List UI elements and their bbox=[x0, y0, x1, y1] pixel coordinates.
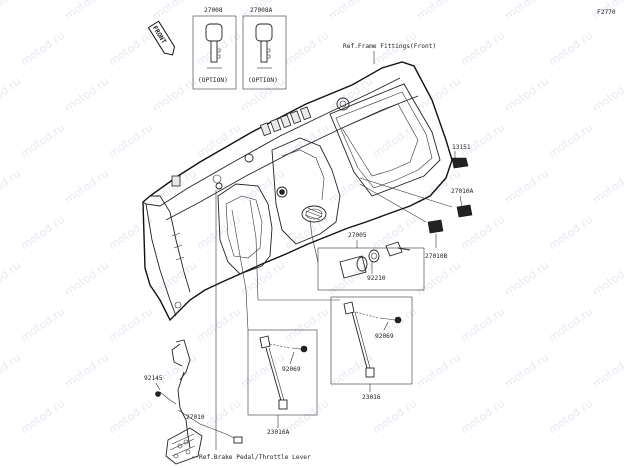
watermark-text: motod.ru bbox=[502, 259, 551, 299]
watermark-text: motod.ru bbox=[62, 351, 111, 391]
part-23016-label: 23016 bbox=[362, 394, 381, 401]
watermark-text: motod.ru bbox=[0, 0, 23, 22]
part-13151-label: 13151 bbox=[452, 144, 471, 151]
watermark-text: motod.ru bbox=[0, 75, 23, 115]
part-27010-label: 27010 bbox=[186, 414, 205, 421]
watermark-text: motod.ru bbox=[590, 259, 625, 299]
watermark-text: motod.ru bbox=[326, 75, 375, 115]
watermark-text: motod.ru bbox=[150, 75, 199, 115]
part-92069b-label: 92069 bbox=[282, 366, 301, 373]
watermark-text: motod.ru bbox=[458, 29, 507, 69]
watermark-text: motod.ru bbox=[150, 167, 199, 207]
watermark-text: motod.ru bbox=[62, 0, 111, 22]
watermark-text: motod.ru bbox=[150, 351, 199, 391]
watermark-text: motod.ru bbox=[546, 121, 595, 161]
watermark-text: motod.ru bbox=[0, 167, 23, 207]
watermark-text: motod.ru bbox=[546, 305, 595, 345]
part-92145-label: 92145 bbox=[144, 375, 163, 382]
watermark-text: motod.ru bbox=[62, 167, 111, 207]
harness-23016A: 92069 23016A bbox=[247, 329, 318, 436]
watermark-text: motod.ru bbox=[282, 397, 331, 437]
watermark-text: motod.ru bbox=[150, 259, 199, 299]
key-27008A-option-label: (OPTION) bbox=[248, 77, 278, 84]
part-92069a-label: 92069 bbox=[375, 333, 394, 340]
watermark-text: motod.ru bbox=[0, 351, 23, 391]
watermark-text: motod.ru bbox=[18, 29, 67, 69]
watermark-text: motod.ru bbox=[194, 305, 243, 345]
harness-23016: 92069 23016 bbox=[330, 296, 413, 401]
watermark-text: motod.ru bbox=[282, 29, 331, 69]
part-27005-ignition-switch: 27005 92210 bbox=[309, 219, 425, 291]
part-92210-label: 92210 bbox=[367, 275, 386, 282]
figure-code: F2770 bbox=[597, 9, 616, 16]
watermark-text: motod.ru bbox=[62, 75, 111, 115]
throttle-pedal-assembly: 92145 27010 bbox=[144, 339, 243, 465]
watermark-text: motod.ru bbox=[106, 29, 155, 69]
watermark-text: motod.ru bbox=[18, 213, 67, 253]
watermark-text: motod.ru bbox=[106, 397, 155, 437]
watermark-text: motod.ru bbox=[458, 305, 507, 345]
watermark-text: motod.ru bbox=[18, 305, 67, 345]
watermark-text: motod.ru bbox=[502, 167, 551, 207]
part-27010B: 27010B bbox=[359, 183, 448, 260]
part-27010B-label: 27010B bbox=[425, 253, 448, 260]
key-27008A-part-number: 27008A bbox=[250, 7, 273, 14]
watermark-text: motod.ru bbox=[458, 397, 507, 437]
part-27010A-label: 27010A bbox=[451, 188, 474, 195]
vent-slots bbox=[259, 106, 312, 137]
watermark-text: motod.ru bbox=[590, 167, 625, 207]
ref-brake-pedal-throttle-lever: Ref.Brake Pedal/Throttle Lever bbox=[199, 454, 311, 461]
watermark-text: motod.ru bbox=[326, 167, 375, 207]
watermark-text: motod.ru bbox=[414, 0, 463, 22]
key-27008-option-label: (OPTION) bbox=[198, 77, 228, 84]
part-27005-label: 27005 bbox=[348, 232, 367, 239]
watermark-text: motod.ru bbox=[150, 0, 199, 22]
watermark-text: motod.ru bbox=[238, 167, 287, 207]
watermark-text: motod.ru bbox=[18, 397, 67, 437]
watermark-text: motod.ru bbox=[0, 259, 23, 299]
watermark-text: motod.ru bbox=[370, 397, 419, 437]
key-27008A-icon bbox=[255, 23, 273, 69]
leader-lines bbox=[215, 190, 340, 450]
key-27008-icon bbox=[205, 23, 223, 69]
watermark-layer: motod.ru motod.ru motod.ru motod.ru motod.ru… bbox=[0, 0, 625, 436]
key-box-27008: 27008 (OPTION) bbox=[192, 7, 237, 90]
watermark-text: motod.ru bbox=[502, 75, 551, 115]
watermark-text: motod.ru bbox=[414, 351, 463, 391]
key-27008-part-number: 27008 bbox=[204, 7, 223, 14]
watermark-text: motod.ru bbox=[546, 397, 595, 437]
watermark-text: motod.ru bbox=[62, 259, 111, 299]
watermark-text: motod.ru bbox=[458, 213, 507, 253]
watermark-text: motod.ru bbox=[414, 259, 463, 299]
part-13151: 13151 bbox=[451, 144, 471, 169]
watermark-text: motod.ru bbox=[370, 121, 419, 161]
key-box-27008A: 27008A (OPTION) bbox=[242, 7, 287, 90]
watermark-text: motod.ru bbox=[546, 29, 595, 69]
watermark-text: motod.ru bbox=[106, 305, 155, 345]
ref-frame-fittings: Ref.Frame Fittings(Front) bbox=[343, 43, 436, 50]
part-23016A-label: 23016A bbox=[267, 429, 290, 436]
watermark-text: motod.ru bbox=[590, 351, 625, 391]
watermark-text: motod.ru bbox=[590, 75, 625, 115]
watermark-text: motod.ru bbox=[106, 121, 155, 161]
dashboard-panel bbox=[142, 61, 453, 322]
watermark-text: motod.ru bbox=[502, 351, 551, 391]
part-27010A: 27010A bbox=[359, 177, 474, 218]
watermark-text: motod.ru bbox=[326, 0, 375, 22]
watermark-text: motod.ru bbox=[370, 213, 419, 253]
watermark-text: motod.ru bbox=[458, 121, 507, 161]
watermark-text: motod.ru bbox=[282, 305, 331, 345]
watermark-text: motod.ru bbox=[18, 121, 67, 161]
watermark-text: motod.ru bbox=[106, 213, 155, 253]
watermark-text: motod.ru bbox=[546, 213, 595, 253]
watermark-text: motod.ru bbox=[502, 0, 551, 22]
